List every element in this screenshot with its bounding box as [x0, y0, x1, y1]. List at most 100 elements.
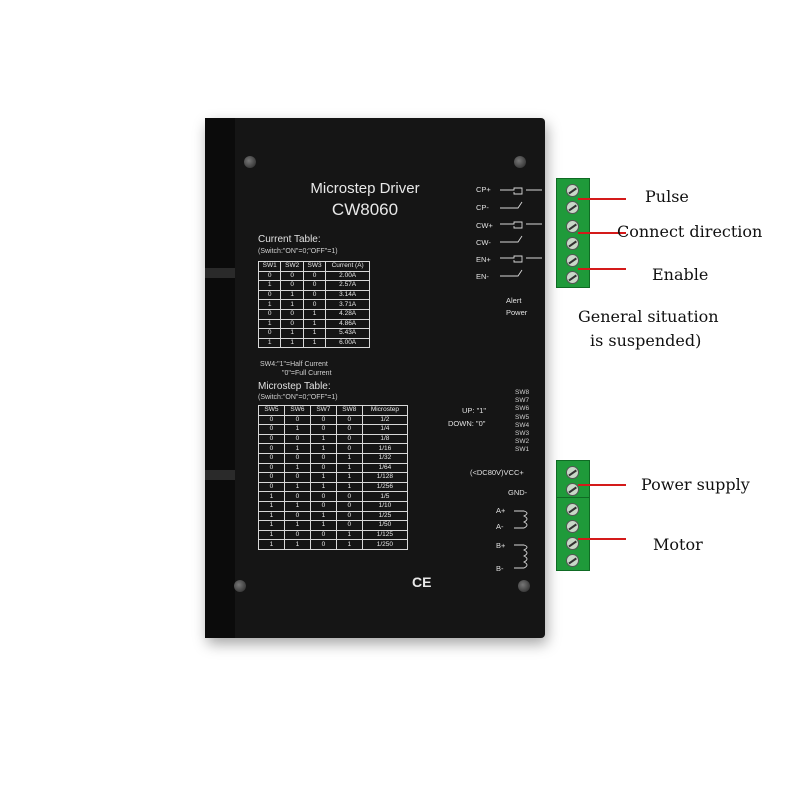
- current-table-cell: 2.00A: [325, 270, 370, 282]
- pulse-callout: Pulse: [645, 187, 689, 206]
- microstep-table-cell: 0: [258, 472, 285, 483]
- dip-switch-label: SW4: [515, 421, 530, 429]
- terminal-screw-icon[interactable]: [566, 554, 579, 567]
- current-table-cell: 1: [302, 337, 327, 349]
- microstep-table-cell: 0: [283, 433, 311, 445]
- terminal-screw-icon[interactable]: [566, 220, 579, 233]
- power-label: Power: [506, 308, 528, 317]
- microstep-table-cell: 0: [335, 491, 363, 502]
- screw-icon: [514, 156, 526, 168]
- microstep-table-cell: 1: [309, 510, 337, 522]
- microstep-table-cell: 0: [309, 500, 337, 512]
- current-table-heading: Current Table:: [258, 234, 321, 245]
- current-table-cell: 2.57A: [325, 280, 370, 291]
- screw-icon: [518, 580, 530, 592]
- microstep-table-cell: 1: [283, 481, 311, 493]
- microstep-table-cell: 0: [335, 424, 363, 435]
- microstep-table-cell: 0: [309, 529, 337, 541]
- microstep-table-cell: 1: [335, 472, 363, 483]
- microstep-table-cell: 1/2: [361, 414, 409, 426]
- cw-minus-label: CW-: [476, 238, 491, 247]
- microstep-table-cell: 0: [335, 500, 363, 512]
- microstep-table-cell: 1: [309, 443, 337, 454]
- current-table-cell: 1: [257, 337, 282, 349]
- current-table-cell: 1: [280, 337, 304, 349]
- microstep-table-heading: Microstep Table:: [258, 381, 331, 392]
- vcc-label: (<DC80V)VCC+: [470, 468, 524, 477]
- terminal-screw-icon[interactable]: [566, 184, 579, 197]
- microstep-table-cell: 1/128: [361, 472, 409, 483]
- microstep-table-cell: 0: [309, 539, 337, 550]
- current-table-cell: 0: [302, 299, 327, 310]
- direction-callout: Connect direction: [617, 222, 763, 241]
- microstep-table-cell: 0: [335, 520, 363, 531]
- dip-switch-label: SW8: [515, 389, 530, 396]
- dip-up-label: UP: "1": [462, 406, 487, 415]
- sw4-note-half: SW4:"1"=Half Current: [260, 361, 328, 368]
- microstep-table-cell: 0: [335, 433, 363, 445]
- motor-callout: Motor: [653, 535, 703, 554]
- microstep-table-cell: 1: [335, 481, 363, 493]
- pulse-callout-line: [578, 198, 626, 200]
- microstep-table-cell: 1: [258, 491, 285, 502]
- terminal-screw-icon[interactable]: [566, 254, 579, 267]
- current-table-cell: 0: [302, 270, 327, 282]
- current-table-cell: 0: [280, 270, 304, 282]
- microstep-table-cell: 0: [258, 443, 285, 454]
- microstep-table-cell: 1: [283, 539, 311, 550]
- current-table-column-header: Current (A): [325, 261, 370, 272]
- microstep-table-cell: 1/8: [361, 433, 409, 445]
- flange-notch: [205, 268, 235, 278]
- terminal-screw-icon[interactable]: [566, 503, 579, 516]
- terminal-screw-icon[interactable]: [566, 271, 579, 284]
- microstep-table-cell: 1: [283, 424, 311, 435]
- microstep-table-note: (Switch:"ON"=0;"OFF"=1): [258, 394, 338, 401]
- a-minus-label: A-: [496, 522, 504, 531]
- microstep-table-column-header: SW7: [309, 405, 337, 416]
- microstep-table-cell: 1/50: [361, 520, 409, 531]
- cp-minus-label: CP-: [476, 203, 489, 212]
- microstep-table-cell: 0: [309, 462, 337, 474]
- current-table-cell: 0: [280, 280, 304, 291]
- terminal-screw-icon[interactable]: [566, 520, 579, 533]
- current-table-cell: 6.00A: [325, 337, 370, 349]
- current-table-cell: 1: [280, 299, 304, 310]
- device-title: Microstep Driver: [310, 180, 420, 197]
- microstep-table-cell: 1: [258, 520, 285, 531]
- current-table-cell: 3.71A: [325, 299, 370, 310]
- current-table-cell: 1: [280, 328, 304, 339]
- terminal-screw-icon[interactable]: [566, 201, 579, 214]
- driver-body: [205, 118, 545, 638]
- motor-callout-line: [578, 538, 626, 540]
- general-situation-callout: General situation: [578, 307, 719, 326]
- flange-notch: [205, 470, 235, 480]
- current-table-note: (Switch:"ON"=0;"OFF"=1): [258, 248, 338, 255]
- microstep-table-cell: 1: [283, 500, 311, 512]
- terminal-screw-icon[interactable]: [566, 537, 579, 550]
- current-table-cell: 1: [302, 308, 327, 320]
- power-supply-callout: Power supply: [641, 475, 750, 494]
- microstep-table-cell: 0: [283, 414, 311, 426]
- microstep-table-cell: 0: [283, 510, 311, 522]
- terminal-screw-icon[interactable]: [566, 237, 579, 250]
- microstep-table-cell: 1: [283, 443, 311, 454]
- current-table-cell: 1: [302, 318, 327, 330]
- microstep-table-cell: 0: [283, 472, 311, 483]
- screw-icon: [244, 156, 256, 168]
- en-plus-label: EN+: [476, 255, 491, 264]
- terminal-screw-icon[interactable]: [566, 466, 579, 479]
- current-table-cell: 0: [257, 308, 282, 320]
- microstep-table-cell: 1: [335, 539, 363, 550]
- enable-callout: Enable: [652, 265, 709, 284]
- terminal-screw-icon[interactable]: [566, 483, 579, 496]
- dip-switch-label: SW1: [515, 446, 530, 454]
- current-table-column-header: SW3: [302, 261, 327, 272]
